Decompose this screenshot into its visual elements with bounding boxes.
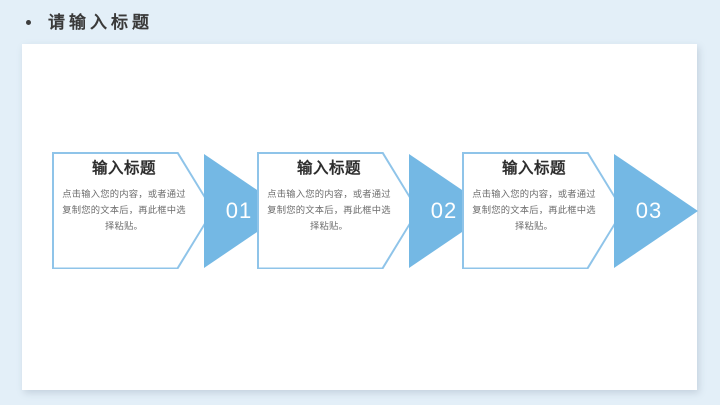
step-chevron-fill bbox=[463, 153, 622, 268]
step-description: 点击输入您的内容，或者通过复制您的文本后，再此框中选择粘贴。 bbox=[62, 188, 186, 232]
step-number: 01 bbox=[225, 198, 253, 223]
step-title: 输入标题 bbox=[91, 160, 156, 177]
step-description: 点击输入您的内容，或者通过复制您的文本后，再此框中选择粘贴。 bbox=[472, 188, 596, 232]
step-text-block: 输入标题 点击输入您的内容，或者通过复制您的文本后，再此框中选择粘贴。 bbox=[470, 160, 598, 234]
process-step-2[interactable]: 输入标题 点击输入您的内容，或者通过复制您的文本后，再此框中选择粘贴。 02 bbox=[257, 150, 493, 272]
step-text-block: 输入标题 点击输入您的内容，或者通过复制您的文本后，再此框中选择粘贴。 bbox=[265, 160, 393, 234]
process-step-1[interactable]: 输入标题 点击输入您的内容，或者通过复制您的文本后，再此框中选择粘贴。 01 bbox=[52, 150, 288, 272]
process-arrow-diagram: 输入标题 点击输入您的内容，或者通过复制您的文本后，再此框中选择粘贴。 01 输… bbox=[22, 44, 698, 390]
step-number: 02 bbox=[430, 198, 458, 223]
slide-canvas: 输入标题 点击输入您的内容，或者通过复制您的文本后，再此框中选择粘贴。 01 输… bbox=[22, 44, 698, 390]
step-title: 输入标题 bbox=[501, 160, 566, 177]
step-number: 03 bbox=[635, 198, 663, 223]
step-title: 输入标题 bbox=[296, 160, 361, 177]
step-text-block: 输入标题 点击输入您的内容，或者通过复制您的文本后，再此框中选择粘贴。 bbox=[60, 160, 188, 234]
step-chevron-fill bbox=[53, 153, 212, 268]
process-step-3[interactable]: 输入标题 点击输入您的内容，或者通过复制您的文本后，再此框中选择粘贴。 03 bbox=[462, 150, 698, 272]
step-chevron-fill bbox=[258, 153, 417, 268]
slide-header: 请输入标题 bbox=[0, 0, 720, 44]
step-description: 点击输入您的内容，或者通过复制您的文本后，再此框中选择粘贴。 bbox=[267, 188, 391, 232]
bullet-dot-icon bbox=[26, 19, 31, 25]
page-title: 请输入标题 bbox=[48, 12, 153, 32]
